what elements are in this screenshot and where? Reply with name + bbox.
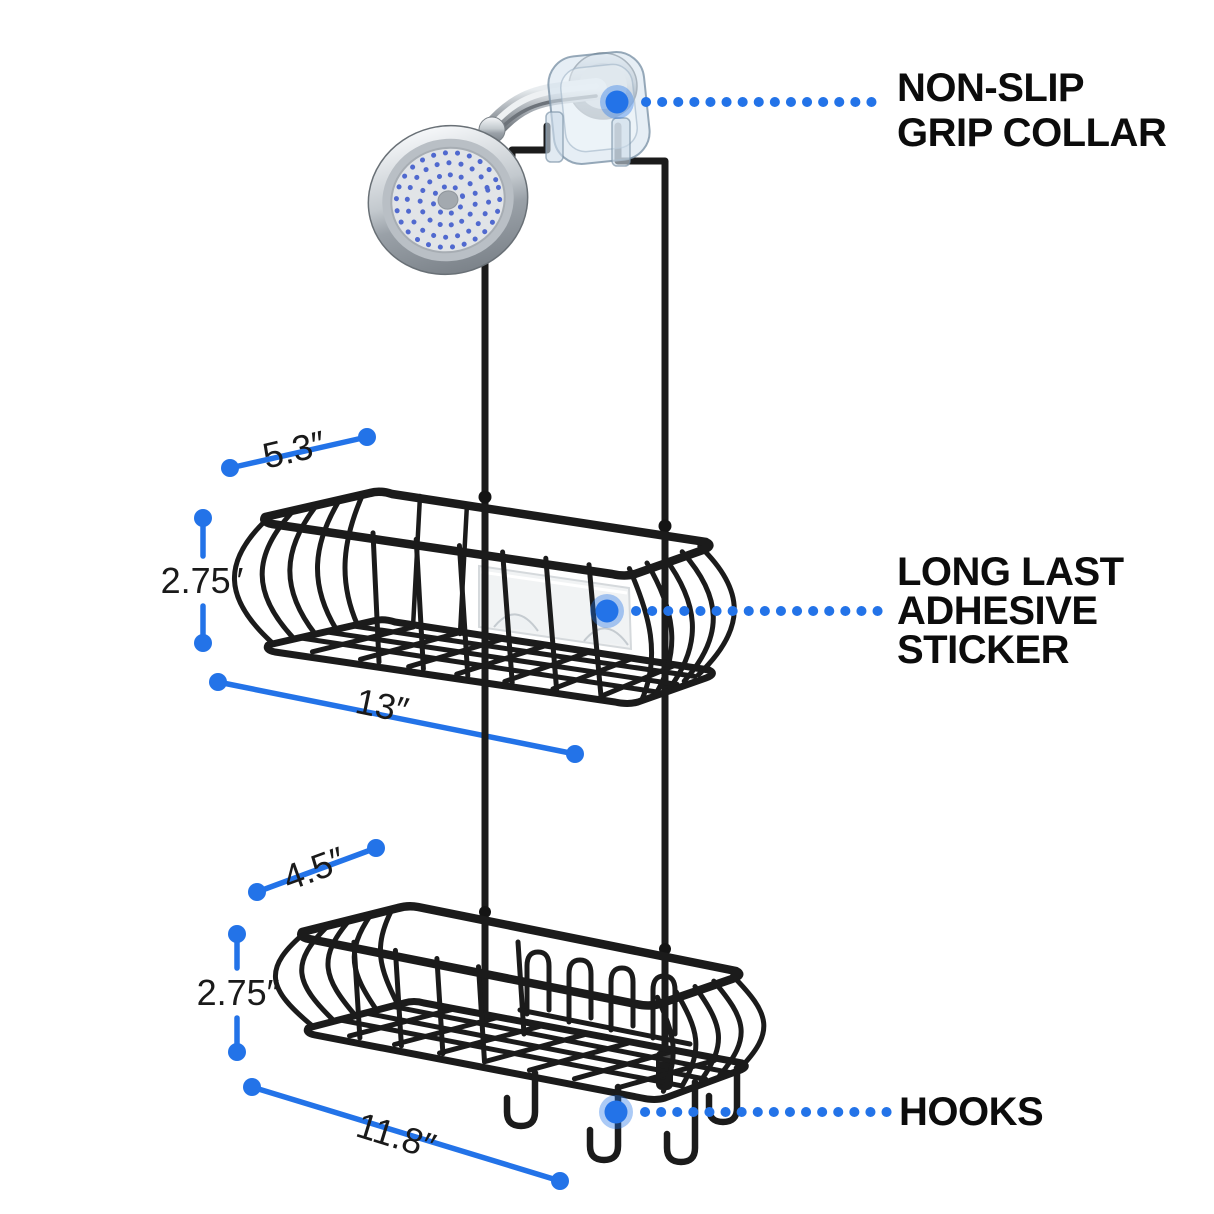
label-line: STICKER: [897, 628, 1070, 672]
label-line: NON-SLIP: [897, 66, 1085, 110]
dimension-lines: [194, 428, 584, 1190]
bottom-basket-right-ribs: [654, 973, 767, 1094]
dim-bottom-depth-line: [248, 839, 385, 901]
label-line: ADHESIVE: [897, 589, 1098, 633]
dim-top-height: 2.75″: [160, 560, 244, 601]
top-basket-front-wires: [370, 530, 604, 699]
hook: [586, 1083, 622, 1164]
callout-grip-collar: [600, 85, 889, 119]
utility-rack: [515, 939, 693, 1047]
label-line: HOOKS: [899, 1090, 1044, 1134]
hook: [663, 1078, 699, 1166]
dim-top-height-line: [194, 509, 212, 652]
nozzle-rings: [393, 150, 503, 250]
top-basket: [231, 487, 737, 707]
grip-collar: [545, 51, 651, 167]
dim-top-depth-line: [221, 428, 376, 477]
bottom-basket-front-wires: [351, 939, 487, 1065]
label-adhesive-sticker: LONG LAST ADHESIVE STICKER: [897, 550, 1124, 672]
label-hooks: HOOKS: [899, 1090, 1044, 1135]
dim-bottom-height-line: [228, 925, 246, 1061]
callout-adhesive-sticker: [590, 594, 889, 628]
label-line: GRIP COLLAR: [897, 111, 1167, 155]
callout-hooks: [599, 1095, 898, 1129]
shower-head: [367, 124, 529, 276]
top-basket-left-ribs: [231, 491, 366, 647]
bottom-basket: [273, 901, 767, 1166]
dim-bottom-width-line: [243, 1078, 569, 1190]
top-basket-grid: [297, 623, 698, 699]
rail-bead: [479, 906, 491, 918]
dim-bottom-height: 2.75″: [196, 972, 280, 1013]
dim-top-width-line: [209, 673, 584, 763]
label-line: LONG LAST: [897, 550, 1124, 594]
rail-bead: [478, 490, 492, 504]
label-grip-collar: NON-SLIP GRIP COLLAR: [897, 66, 1167, 156]
rail-bead: [658, 519, 672, 533]
hook: [503, 1069, 539, 1130]
